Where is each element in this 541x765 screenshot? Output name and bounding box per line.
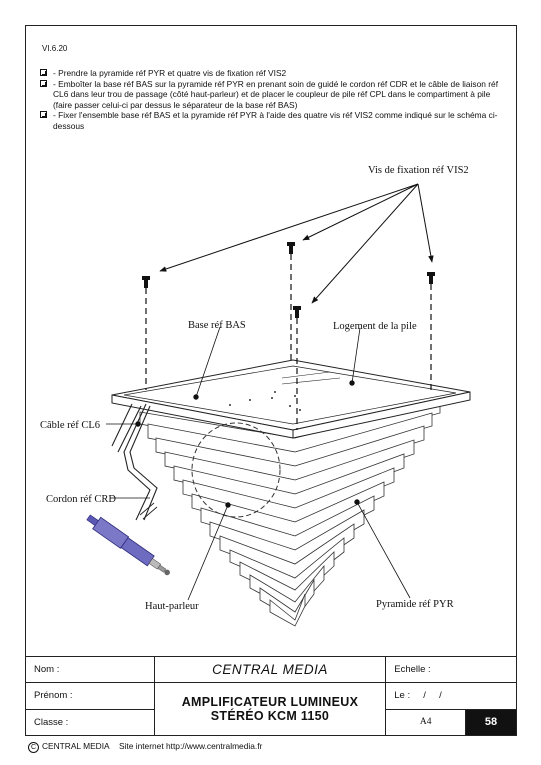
footer-company: CENTRAL MEDIA	[42, 741, 110, 751]
company-name: CENTRAL MEDIA	[153, 655, 387, 684]
label-screws: Vis de fixation réf VIS2	[368, 165, 469, 176]
label-battery-compartment: Logement de la pile	[333, 321, 417, 332]
leader-lines	[106, 326, 411, 601]
base	[111, 359, 471, 439]
document-reference: VI.6.20	[42, 44, 68, 53]
copyright-icon: C	[28, 742, 39, 753]
page-frame	[25, 25, 517, 736]
instruction-step: - Fixer l'ensemble base réf BAS et la py…	[40, 110, 510, 131]
checkbox-icon	[40, 111, 47, 119]
date-field-label: Le : / /	[385, 682, 517, 710]
label-speaker: Haut-parleur	[145, 601, 199, 612]
instruction-step: - Prendre la pyramide réf PYR et quatre …	[40, 68, 510, 79]
screw-icon	[142, 242, 435, 318]
cables	[111, 403, 158, 521]
title-line-1: AMPLIFICATEUR LUMINEUX	[181, 695, 359, 710]
page-number: 58	[465, 708, 517, 737]
label-cable: Câble réf CL6	[40, 420, 100, 431]
title-block: Nom : CENTRAL MEDIA Echelle : Prénom : A…	[25, 655, 517, 737]
assembly-diagram: Vis de fixation réf VIS2 Base réf BAS Lo…	[40, 165, 471, 627]
name-field-label: Nom :	[25, 655, 155, 684]
document-title: AMPLIFICATEUR LUMINEUX STÉRÉO KCM 1150	[153, 682, 387, 736]
instruction-list: - Prendre la pyramide réf PYR et quatre …	[40, 68, 510, 132]
checkbox-icon	[40, 79, 47, 87]
scale-field-label: Echelle :	[385, 655, 517, 684]
screw-arrows	[159, 183, 434, 304]
class-field-label: Classe :	[25, 708, 155, 737]
instruction-step: - Emboîter la base réf BAS sur la pyrami…	[40, 79, 510, 111]
title-line-2: STÉRÉO KCM 1150	[210, 709, 330, 724]
speaker-outline	[191, 422, 281, 518]
cord-break	[139, 502, 158, 520]
screws	[145, 254, 432, 430]
checkbox-icon	[40, 69, 47, 76]
firstname-field-label: Prénom :	[25, 682, 155, 710]
paper-format: A4	[385, 708, 467, 737]
footer-website: Site internet http://www.centralmedia.fr	[118, 741, 263, 751]
label-pyramid: Pyramide réf PYR	[376, 599, 454, 610]
label-base: Base réf BAS	[188, 320, 246, 331]
label-cord: Cordon réf CRD	[46, 494, 116, 505]
pyramid	[139, 401, 441, 627]
jack-plug	[86, 514, 170, 576]
